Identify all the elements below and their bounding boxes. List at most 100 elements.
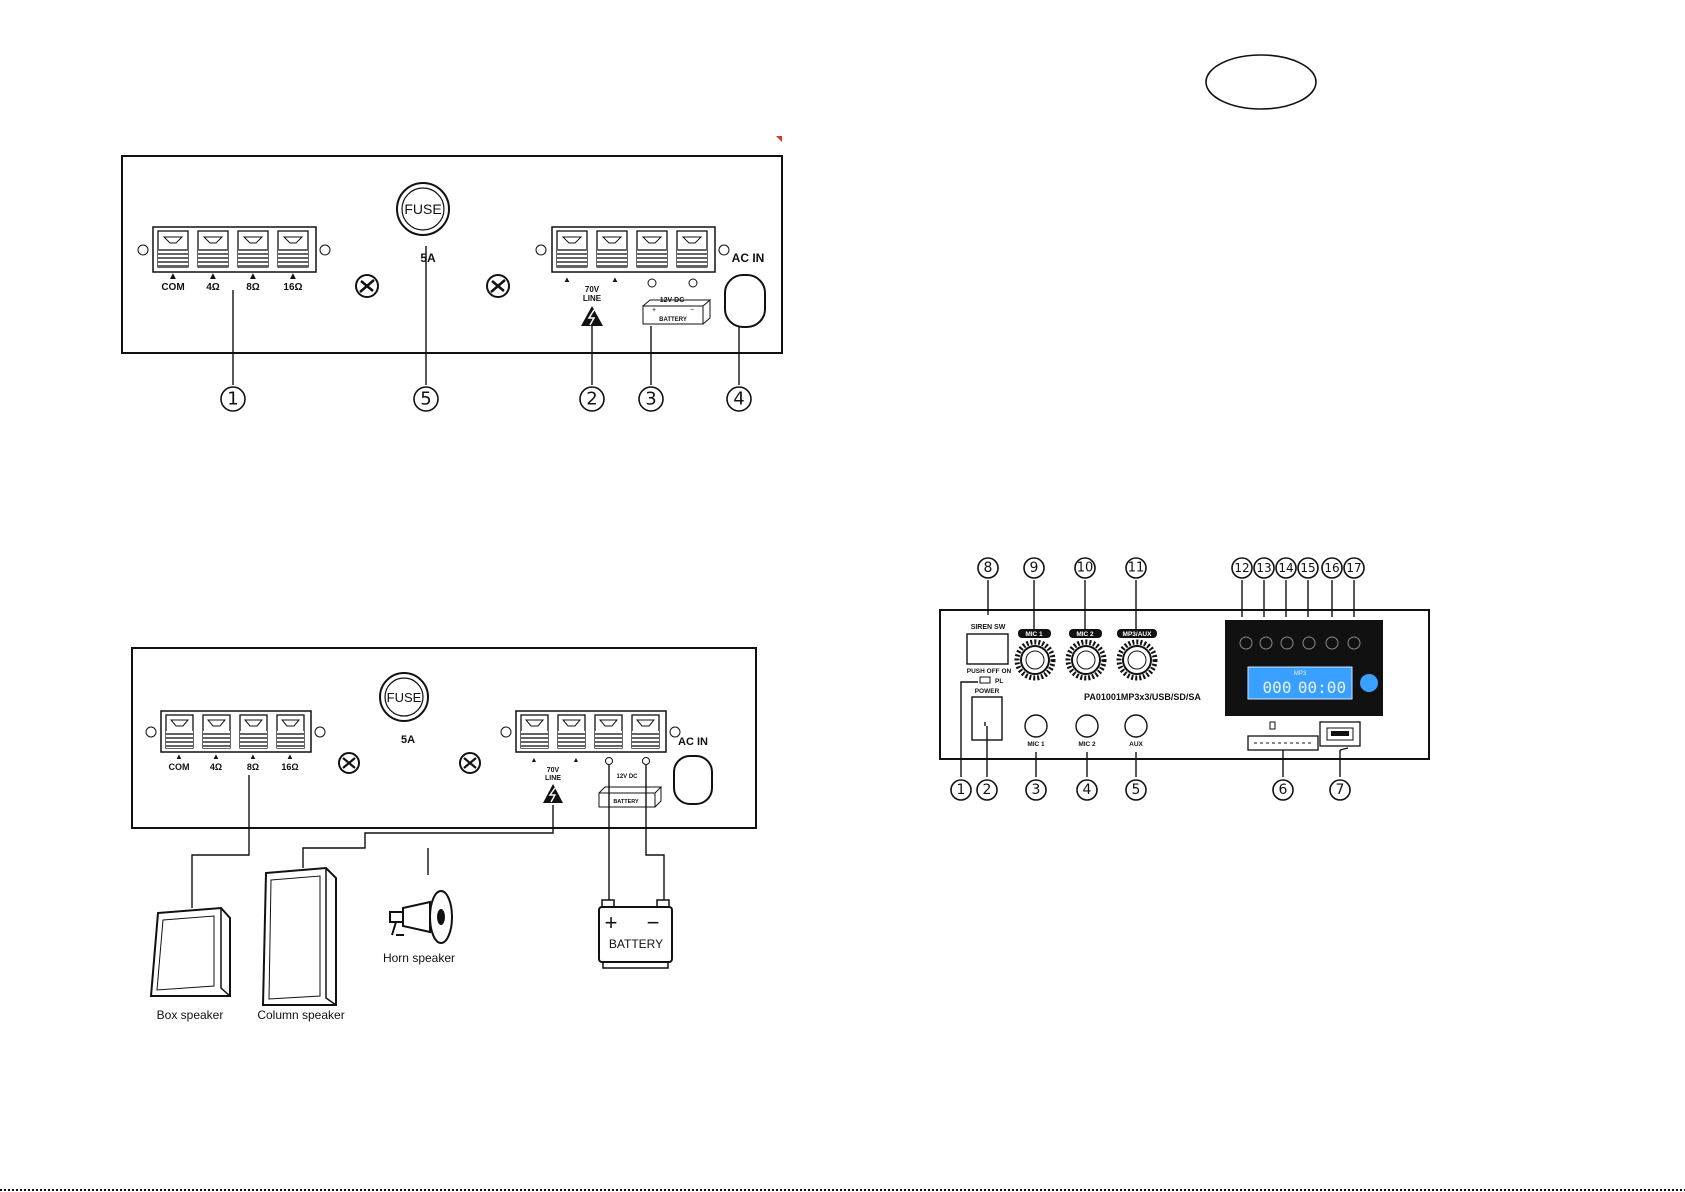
- svg-text:5: 5: [1132, 782, 1141, 798]
- callout-3: 3: [638, 386, 664, 412]
- front-panel-c: 8 9 10 11 12 13 14 15 16 17 SIREN SW PUS…: [939, 557, 1430, 801]
- red-corner-mark: [776, 136, 782, 142]
- screw-icon: [459, 752, 481, 774]
- fuse-label: FUSE: [404, 201, 441, 217]
- svg-text:▲: ▲: [249, 752, 257, 761]
- svg-text:15: 15: [1300, 561, 1315, 575]
- dc-label-b: 12V DC: [616, 774, 638, 780]
- mp3-button[interactable]: [1239, 636, 1253, 650]
- box-speaker-label: Box speaker: [157, 1008, 224, 1022]
- pl-label: PL: [995, 678, 1003, 685]
- svg-text:▲: ▲: [531, 757, 538, 764]
- svg-text:1: 1: [957, 782, 966, 798]
- svg-text:8: 8: [984, 560, 993, 576]
- svg-text:5: 5: [420, 389, 431, 410]
- top-callouts: 8 9 10 11 12 13 14 15 16 17: [977, 557, 1365, 635]
- fuse-rating-b: 5A: [401, 734, 415, 746]
- svg-text:2: 2: [586, 389, 597, 410]
- battery-small-label: BATTERY: [659, 317, 687, 323]
- label-8ohm: 8Ω: [246, 282, 260, 293]
- svg-text:▲: ▲: [573, 757, 580, 764]
- fuse-holder-b: FUSE 5A: [379, 672, 429, 746]
- speaker-terminal-block-b: ▲ ▲ ▲ ▲ COM 4Ω 8Ω 16Ω: [145, 710, 326, 772]
- battery-plus: +: [652, 307, 656, 314]
- line-label-voltage: 70V: [585, 285, 600, 294]
- svg-text:17: 17: [1346, 561, 1361, 575]
- callout-c-2: 2: [976, 779, 998, 801]
- siren-switch[interactable]: [966, 633, 1009, 665]
- svg-text:3: 3: [645, 389, 656, 410]
- fuse-rating: 5A: [420, 251, 436, 265]
- usb-port[interactable]: [1319, 721, 1361, 751]
- mp3-aux-volume-knob[interactable]: MP3/AUX: [1116, 629, 1158, 681]
- svg-text:14: 14: [1278, 561, 1293, 575]
- mp3-button[interactable]: [1259, 636, 1273, 650]
- svg-text:11: 11: [1128, 561, 1145, 576]
- mic2-jack-label: MIC 2: [1078, 741, 1096, 748]
- svg-text:3: 3: [1032, 782, 1041, 798]
- lcd-screen: [1247, 666, 1353, 700]
- svg-text:4: 4: [733, 389, 744, 410]
- column-speaker-icon: [261, 866, 337, 1006]
- label-16ohm: 16Ω: [283, 282, 302, 293]
- callout-c-3: 3: [1025, 779, 1047, 801]
- screw-icon: [355, 274, 379, 298]
- svg-text:▲: ▲: [286, 752, 294, 761]
- rear-panel-a: ▲ ▲ ▲ ▲ COM 4Ω 8Ω 16Ω FUSE 5A: [121, 155, 783, 412]
- push-label: PUSH OFF ON: [967, 668, 1012, 675]
- lcd-mode: MP3: [1294, 671, 1307, 677]
- battery-icon: + − BATTERY: [598, 899, 673, 969]
- callout-c-5: 5: [1125, 779, 1147, 801]
- sd-card-slot[interactable]: [1247, 721, 1319, 751]
- svg-text:16: 16: [1324, 561, 1339, 575]
- mic2-volume-knob[interactable]: MIC 2: [1065, 629, 1107, 681]
- line-battery-terminal-block-b: ▲ ▲ 70V LINE 12V DC BATTERY: [500, 710, 681, 808]
- mp3-button[interactable]: [1302, 636, 1316, 650]
- callout-5: 5: [413, 386, 439, 412]
- lcd-time: 00:00: [1298, 678, 1346, 697]
- terminal-com: [157, 230, 189, 268]
- mic1-input-jack[interactable]: [1024, 714, 1048, 738]
- svg-text:9: 9: [1030, 560, 1039, 576]
- high-voltage-warning-icon: [581, 306, 603, 326]
- battery-label: BATTERY: [609, 937, 663, 951]
- battery-plus-b: +: [605, 910, 618, 935]
- terminal-4ohm: [197, 230, 229, 268]
- mic2-input-jack[interactable]: [1075, 714, 1099, 738]
- ir-sensor: [1360, 674, 1378, 692]
- high-voltage-warning-icon: [543, 784, 563, 803]
- svg-text:13: 13: [1256, 561, 1271, 575]
- mp3-button[interactable]: [1325, 636, 1339, 650]
- fuse-label-b: FUSE: [387, 690, 422, 705]
- label-com-b: COM: [169, 762, 190, 772]
- svg-text:1: 1: [227, 389, 238, 410]
- speaker-terminal-block: ▲ ▲ ▲ ▲ COM 4Ω 8Ω 16Ω: [137, 226, 331, 293]
- callout-c-4: 4: [1076, 779, 1098, 801]
- line-label-b: LINE: [545, 775, 561, 782]
- line-label-voltage-b: 70V: [547, 767, 560, 774]
- model-name: PA01001MP3x3/USB/SD/SA: [1084, 692, 1201, 702]
- siren-switch-label: SIREN SW: [971, 624, 1006, 631]
- ac-inlet: [724, 274, 766, 328]
- line-label: LINE: [583, 294, 602, 303]
- mp3-button[interactable]: [1280, 636, 1294, 650]
- screw-icon: [486, 274, 510, 298]
- horn-speaker-label: Horn speaker: [383, 951, 455, 965]
- aux-input-jack[interactable]: [1124, 714, 1148, 738]
- battery-minus-b: −: [647, 910, 660, 935]
- callout-c-1: 1: [950, 779, 972, 801]
- battery-minus: −: [690, 307, 694, 314]
- horn-speaker-icon: [389, 890, 453, 944]
- svg-text:7: 7: [1336, 782, 1345, 798]
- label-8ohm-b: 8Ω: [247, 762, 259, 772]
- label-4ohm-b: 4Ω: [210, 762, 222, 772]
- label-4ohm: 4Ω: [206, 282, 220, 293]
- fuse-holder: FUSE 5A: [396, 182, 450, 265]
- mp3-button[interactable]: [1347, 636, 1361, 650]
- svg-text:▲: ▲: [288, 271, 298, 282]
- svg-text:▲: ▲: [208, 271, 218, 282]
- mic2-knob-label: MIC 2: [1076, 631, 1094, 638]
- svg-text:4: 4: [1083, 782, 1092, 798]
- mic1-volume-knob[interactable]: MIC 1: [1014, 629, 1056, 681]
- callout-c-7: 7: [1329, 779, 1351, 801]
